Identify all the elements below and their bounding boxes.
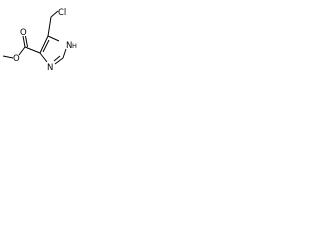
atom-ring-nitrogen: N [47,63,53,73]
bond-ch2-cl [50,10,59,18]
atom-ring-nh-hydrogen: H [72,42,77,50]
atom-chlorine: Cl [58,8,66,18]
bond-carbonyl-o-second [25,35,28,48]
bond-n3-c4 [39,52,48,63]
bond-carbonyl-oalkyl [18,46,26,56]
bond-ring-ch2 [47,16,52,37]
bond-c4-c5 [39,35,49,54]
bond-carbonyl-o [22,35,26,48]
bond-c5-n1 [47,35,60,42]
atom-ester-oxygen: O [13,54,20,64]
bond-c2-n3 [54,57,64,65]
imidazole-ester-structure: Cl N H N O O [2,8,77,73]
bond-c2-n3-double [53,55,61,62]
bond-c4-c5-double [42,39,50,53]
atom-carbonyl-oxygen: O [20,28,27,38]
bond-oalkyl-methyl [2,55,14,59]
bond-c4-carbonyl [24,46,41,54]
bond-n1-c2 [62,48,67,59]
atom-ring-nh-nitrogen: N [66,41,72,51]
